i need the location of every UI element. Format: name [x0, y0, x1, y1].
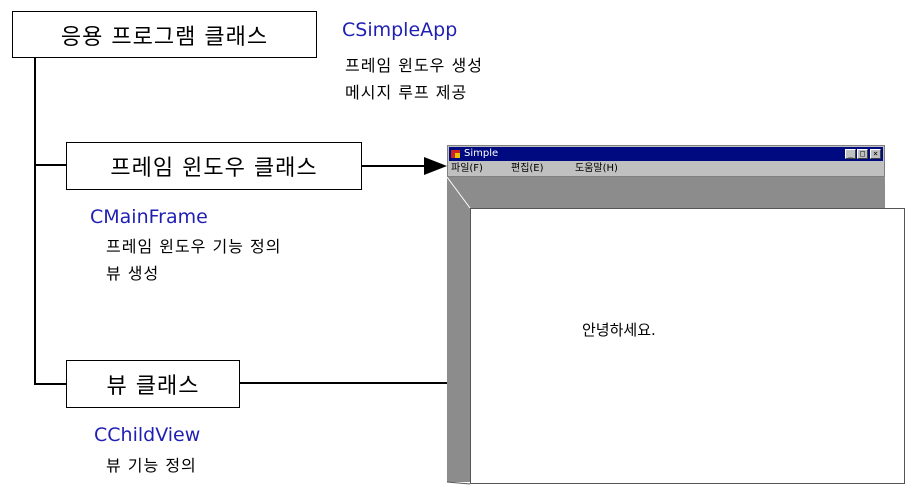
frame-class-description: 프레임 윈도우 기능 정의 뷰 생성: [106, 233, 281, 287]
frame-class-label: 프레임 윈도우 클래스: [110, 156, 318, 181]
window-frame: Simple _ □ × 파일(F) 편집(E) 도움말(H): [447, 145, 885, 177]
branch-line-view: [34, 383, 66, 385]
frame-desc-line-1: 프레임 윈도우 기능 정의: [106, 237, 282, 256]
view-class-label: 뷰 클래스: [106, 374, 200, 399]
frame-class-box: 프레임 윈도우 클래스: [66, 142, 362, 190]
frame-class-name: CMainFrame: [90, 206, 208, 228]
app-class-name: CSimpleApp: [342, 19, 458, 41]
view-class-description: 뷰 기능 정의: [106, 452, 197, 479]
menu-edit[interactable]: 편집(E): [511, 163, 544, 174]
app-class-label: 응용 프로그램 클래스: [60, 24, 269, 50]
tree-trunk-line: [34, 58, 36, 385]
branch-line-frame: [34, 164, 66, 166]
app-class-box: 응용 프로그램 클래스: [12, 11, 317, 58]
window-titlebar[interactable]: Simple _ □ ×: [449, 147, 883, 161]
arrow-frame-to-window: [362, 157, 447, 175]
minimize-button[interactable]: _: [845, 149, 856, 159]
client-text: 안녕하세요.: [582, 321, 656, 339]
view-desc-line-1: 뷰 기능 정의: [106, 456, 197, 475]
view-class-box: 뷰 클래스: [66, 360, 240, 408]
frame-desc-line-2: 뷰 생성: [106, 264, 160, 283]
window-title: Simple: [464, 148, 499, 159]
app-desc-line-1: 프레임 윈도우 생성: [345, 56, 483, 75]
view-class-name: CChildView: [94, 424, 201, 446]
close-button[interactable]: ×: [870, 149, 881, 159]
menu-help[interactable]: 도움말(H): [575, 163, 618, 174]
app-class-description: 프레임 윈도우 생성 메시지 루프 제공: [345, 52, 483, 106]
maximize-button[interactable]: □: [857, 149, 868, 159]
window-menubar: 파일(F) 편집(E) 도움말(H): [449, 162, 883, 176]
app-desc-line-2: 메시지 루프 제공: [345, 83, 468, 102]
window-client-area: [470, 208, 905, 484]
app-icon: [451, 150, 460, 158]
menu-file[interactable]: 파일(F): [451, 163, 483, 174]
